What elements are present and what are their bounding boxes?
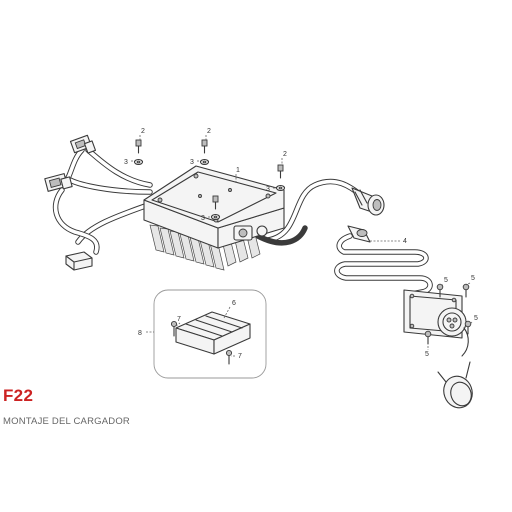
leader-lines xyxy=(131,135,473,357)
callout-4: 4 xyxy=(403,238,407,245)
screw-5-c xyxy=(464,320,472,335)
bolt-2-a xyxy=(135,139,142,154)
callout-2-b: 2 xyxy=(207,128,211,135)
callout-3-b: 3 xyxy=(190,159,194,166)
callout-2-c: 2 xyxy=(283,151,287,158)
screw-5-a xyxy=(436,283,444,298)
callout-7-b: 7 xyxy=(238,353,242,360)
callout-5-c: 5 xyxy=(474,315,478,322)
callout-6: 6 xyxy=(232,300,236,307)
callout-3-a: 3 xyxy=(124,159,128,166)
bolt-2-c xyxy=(277,164,284,179)
charging-socket xyxy=(437,307,469,357)
harness-connector-lower xyxy=(44,173,73,192)
callout-2-a: 2 xyxy=(141,128,145,135)
left-wiring-harness xyxy=(52,147,153,255)
washer-3-b xyxy=(199,158,210,166)
bolt-2-b xyxy=(201,139,208,154)
fuse-box xyxy=(175,311,251,355)
callout-8: 8 xyxy=(138,330,142,337)
socket-cap xyxy=(437,361,473,409)
washer-3-c xyxy=(275,184,286,192)
fuse-box-screw-7-b xyxy=(225,349,233,365)
fuse-box-screw-7-a xyxy=(170,320,178,337)
callout-1: 1 xyxy=(236,167,240,174)
callout-3-d: 3 xyxy=(201,215,205,222)
right-charging-cable xyxy=(255,178,365,246)
diagram-code: F22 xyxy=(3,386,34,405)
screw-5-d xyxy=(424,330,432,345)
callout-5-b: 5 xyxy=(471,275,475,282)
coiled-cable-assembly xyxy=(334,225,433,297)
callout-7-a: 7 xyxy=(177,316,181,323)
subassembly-panel xyxy=(153,289,267,379)
harness-connector-upper xyxy=(69,134,97,154)
callout-3-c: 3 xyxy=(266,186,270,193)
callout-5-d: 5 xyxy=(425,351,429,358)
charging-plug-connector xyxy=(351,187,385,216)
bolt-2-d xyxy=(212,195,219,210)
diagram-title: MONTAJE DEL CARGADOR xyxy=(3,416,130,427)
screw-5-b xyxy=(462,283,470,298)
callout-labels: 1 2 2 2 3 3 3 3 4 5 5 5 5 6 7 7 8 xyxy=(124,128,478,360)
harness-plug-block xyxy=(65,251,93,271)
callout-5-a: 5 xyxy=(444,277,448,284)
washer-3-d xyxy=(210,213,221,221)
washer-3-a xyxy=(133,158,144,166)
